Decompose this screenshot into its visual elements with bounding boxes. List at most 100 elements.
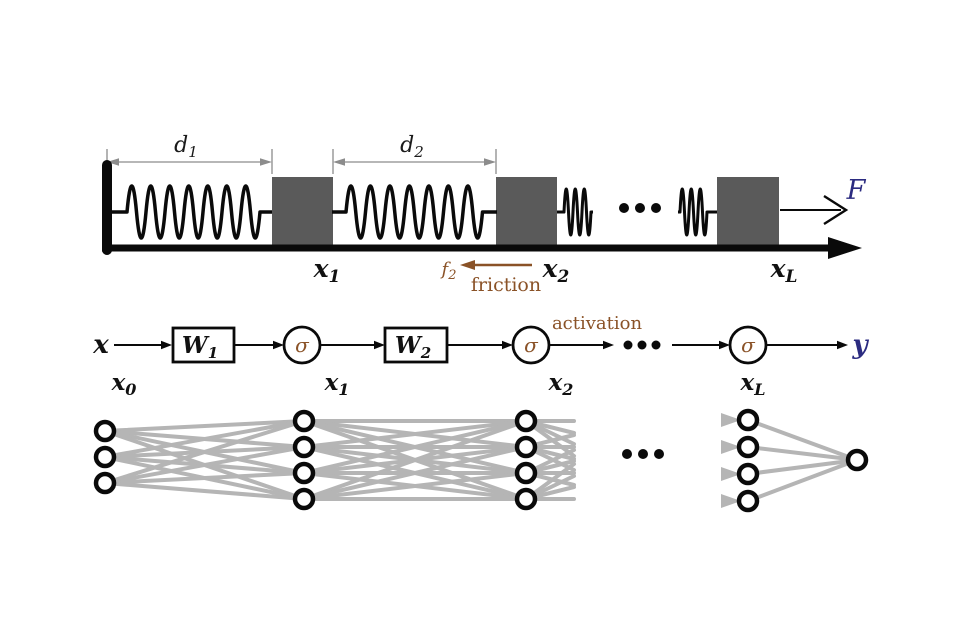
arrowhead-icon bbox=[603, 340, 614, 350]
network-flow-diagram: x W1 σ W2 σ activation bbox=[92, 313, 869, 399]
force-arrowhead-icon bbox=[823, 194, 849, 226]
output-node bbox=[845, 448, 869, 472]
flow-x1-sub: 1 bbox=[338, 380, 349, 399]
d2-sub: 2 bbox=[413, 143, 424, 161]
force-arrow bbox=[780, 194, 849, 226]
x1-sub: 1 bbox=[329, 267, 341, 287]
friction-arrow bbox=[460, 260, 532, 270]
state-xL-label: xL bbox=[740, 369, 766, 399]
flow-xL-base: x bbox=[740, 369, 755, 396]
graph-nodes bbox=[93, 408, 869, 513]
layer3-node bbox=[514, 409, 538, 433]
arrowhead-icon bbox=[837, 340, 848, 350]
flow-x2-sub: 2 bbox=[561, 380, 573, 399]
masses bbox=[272, 177, 779, 248]
mass2-position-label: x2 bbox=[542, 254, 570, 287]
wedge-icon bbox=[721, 413, 741, 427]
x1-base: x bbox=[313, 254, 330, 283]
flow-xL-sub: L bbox=[753, 380, 765, 399]
w2-sub: 2 bbox=[420, 344, 431, 362]
friction-label: friction bbox=[471, 274, 541, 296]
state-x0-label: x0 bbox=[111, 369, 137, 399]
layer1-node bbox=[93, 419, 117, 443]
layer3-node bbox=[514, 487, 538, 511]
arrowhead-icon bbox=[374, 340, 385, 350]
mass-chain-diagram: d1 d2 bbox=[102, 133, 867, 296]
flow-arrows bbox=[114, 340, 848, 350]
x2-sub: 2 bbox=[557, 267, 570, 287]
graph-ellipsis-icon bbox=[622, 449, 664, 459]
layer4-node bbox=[736, 462, 760, 486]
d2-base: d bbox=[400, 133, 414, 158]
d1-sub: 1 bbox=[188, 143, 198, 161]
d1-left-arrowhead-icon bbox=[107, 158, 119, 166]
layer2-node bbox=[292, 409, 316, 433]
layer2-node bbox=[292, 435, 316, 459]
sigmaL-node bbox=[728, 325, 768, 365]
mass-chain-ellipsis-icon bbox=[619, 203, 661, 213]
sigma1-label: σ bbox=[295, 333, 310, 357]
w2-base: W bbox=[395, 332, 423, 359]
layer3-node bbox=[514, 461, 538, 485]
flow-x1-base: x bbox=[324, 369, 339, 396]
springs bbox=[111, 184, 717, 240]
state-x2-label: x2 bbox=[548, 369, 574, 399]
weight-box-w2 bbox=[383, 326, 449, 364]
xL-base: x bbox=[770, 254, 787, 283]
sigma2-node bbox=[511, 325, 551, 365]
layer3-node bbox=[514, 435, 538, 459]
xL-sub: L bbox=[784, 267, 797, 287]
flow-x2-base: x bbox=[548, 369, 563, 396]
layer4-node bbox=[736, 435, 760, 459]
arrowhead-icon bbox=[719, 340, 730, 350]
w2-label: W2 bbox=[395, 332, 431, 362]
spring-stub-right bbox=[678, 187, 717, 237]
graph-edges bbox=[103, 418, 859, 503]
friction-arrowhead-icon bbox=[460, 260, 475, 270]
dimension-d2 bbox=[332, 149, 497, 174]
w1-label: W1 bbox=[182, 332, 218, 362]
layer2-node bbox=[292, 461, 316, 485]
ground-axis bbox=[102, 237, 862, 259]
d2-label: d2 bbox=[400, 133, 424, 161]
w1-base: W bbox=[182, 332, 210, 359]
flow-input-label: x bbox=[92, 330, 109, 360]
spring-stub-left bbox=[557, 187, 593, 237]
layer1-node bbox=[93, 445, 117, 469]
force-label: F bbox=[846, 175, 867, 206]
d2-right-arrowhead-icon bbox=[484, 158, 496, 166]
graph-incoming-wedges bbox=[721, 413, 741, 508]
wedge-icon bbox=[721, 440, 741, 454]
spring-1 bbox=[111, 184, 272, 240]
f2-sub: 2 bbox=[447, 268, 456, 283]
layer2-node bbox=[292, 487, 316, 511]
network-graph-diagram bbox=[93, 408, 869, 513]
arrowhead-icon bbox=[502, 340, 513, 350]
wedge-icon bbox=[721, 494, 741, 508]
mass1-position-label: x1 bbox=[313, 254, 341, 287]
activation-label: activation bbox=[552, 313, 643, 334]
sigma1-node bbox=[282, 325, 322, 365]
flow-output-label: y bbox=[851, 330, 869, 360]
arrowhead-icon bbox=[273, 340, 284, 350]
massL-position-label: xL bbox=[770, 254, 798, 287]
layer4-node bbox=[736, 489, 760, 513]
state-x1-label: x1 bbox=[324, 369, 350, 399]
spring-2 bbox=[332, 184, 497, 240]
wedge-icon bbox=[721, 467, 741, 481]
d1-label: d1 bbox=[174, 133, 198, 161]
flow-ellipsis-icon bbox=[623, 340, 661, 350]
d2-left-arrowhead-icon bbox=[333, 158, 345, 166]
mass-1 bbox=[272, 177, 333, 248]
ground-arrowhead-icon bbox=[828, 237, 862, 259]
d1-right-arrowhead-icon bbox=[260, 158, 272, 166]
mass-2 bbox=[496, 177, 557, 248]
layer1-node bbox=[93, 471, 117, 495]
w1-sub: 1 bbox=[208, 344, 218, 362]
x2-base: x bbox=[542, 254, 559, 283]
x0-base: x bbox=[111, 369, 126, 396]
sigmaL-label: σ bbox=[741, 333, 756, 357]
